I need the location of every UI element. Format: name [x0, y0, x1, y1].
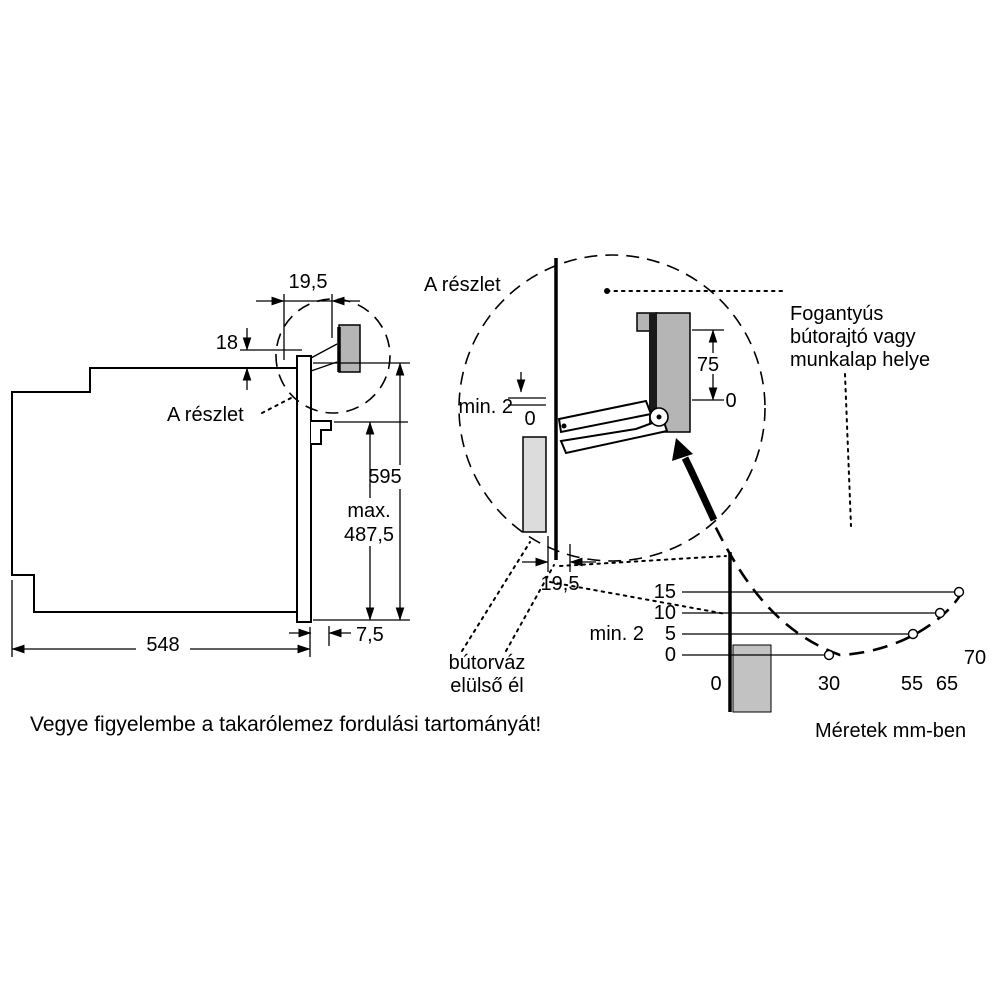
protrusion-chart: 15 10 5 0 min. 2 0 30 55 65 70: [590, 552, 986, 713]
oven-top-door-piece: [338, 324, 361, 373]
y-label-0: 0: [665, 644, 676, 666]
dim-hinge-offset-label: 18: [216, 332, 238, 354]
handle-note-line1: Fogantyús: [790, 303, 883, 325]
y-label-15: 15: [654, 581, 676, 603]
leader-line: [559, 555, 727, 567]
hinge-arm-lower: [559, 417, 669, 455]
dim-max-label-2: 487,5: [344, 524, 394, 546]
detail-view-dimensions: min. 2 0 75 0 19,5: [459, 329, 737, 595]
leader-line: [549, 581, 727, 615]
dim-door-height-label: 75: [697, 354, 719, 376]
dim-max-label-1: max.: [347, 500, 390, 522]
x-label-55: 55: [901, 673, 923, 695]
oven-hinge-bracket: [311, 420, 332, 445]
carcass-block: [732, 644, 772, 713]
leader-line: [261, 397, 292, 414]
text-annotations: Fogantyús bútorajtó vagy munkalap helye …: [30, 303, 966, 742]
label-backing: [695, 353, 723, 374]
swing-arrow-head: [672, 438, 693, 461]
cover-plate: [522, 436, 547, 533]
bottom-note: Vegye figyelembe a takarólemez fordulási…: [30, 713, 541, 736]
oven-front-panel: [296, 355, 312, 623]
oven-body-outline: [11, 367, 297, 613]
door-inner-face: [649, 313, 657, 432]
frame-note-line1: bútorváz: [449, 652, 526, 674]
detail-boundary-circle: [458, 254, 766, 562]
curve-point-55: [907, 628, 919, 640]
x-label-0: 0: [710, 673, 721, 695]
x-label-70: 70: [964, 647, 986, 669]
reference-leaders: [461, 288, 852, 652]
hinge-mount-point: [561, 423, 567, 429]
units-note: Méretek mm-ben: [815, 720, 966, 742]
dim-front-label: 7,5: [356, 624, 384, 646]
chart-min-gap-label: min. 2: [590, 623, 644, 645]
handle-note-line2: bútorajtó vagy: [790, 326, 916, 348]
left-view-dimensions: 19,5 18 A részlet 595 max. 487,5 548 7,5: [11, 271, 410, 657]
detail-title: A részlet: [424, 274, 501, 296]
dim-depth-label: 548: [146, 634, 179, 656]
x-label-30: 30: [818, 673, 840, 695]
label-backing: [136, 632, 190, 656]
curve-point-30: [823, 649, 835, 661]
leader-line: [505, 564, 555, 652]
dim-top-width-label: 19,5: [289, 271, 328, 293]
y-label-10: 10: [654, 602, 676, 624]
leader-line: [844, 373, 852, 527]
oven-side-view: [11, 298, 391, 623]
dim-height-label: 595: [368, 466, 401, 488]
dim-zero-inner-label: 0: [524, 408, 535, 430]
label-backing: [340, 498, 398, 546]
detail-marker-circle: [275, 298, 391, 414]
leader-line: [461, 541, 531, 652]
detail-callout-label: A részlet: [167, 404, 244, 426]
frame-note-line2: elülső él: [450, 675, 523, 697]
dim-min-gap-label: min. 2: [459, 396, 513, 418]
handle-note-line3: munkalap helye: [790, 349, 930, 371]
curve-point-70: [953, 586, 965, 598]
dim-zero-outer-label: 0: [725, 390, 736, 412]
curve-point-65: [934, 607, 946, 619]
door-swing-path: [684, 461, 963, 657]
hinge-arm-upper: [557, 399, 653, 434]
x-label-65: 65: [936, 673, 958, 695]
y-label-5: 5: [665, 623, 676, 645]
oven-top-hinge-arms: [310, 343, 338, 372]
hinge-pivot-center: [656, 414, 662, 420]
